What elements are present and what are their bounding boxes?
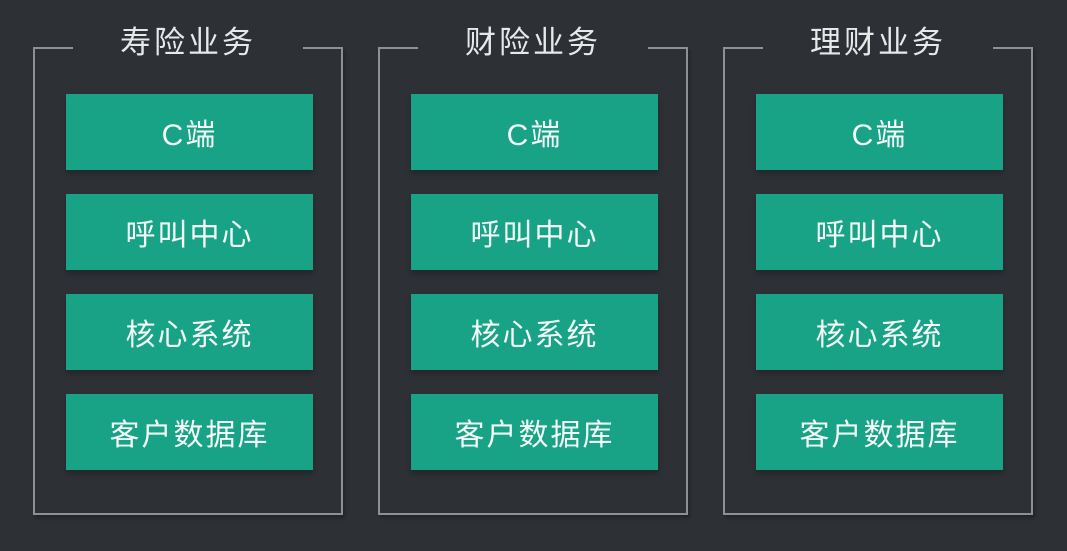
column-title: 寿险业务 <box>120 25 256 60</box>
node-customer-database: 客户数据库 <box>66 394 313 470</box>
node-core-system: 核心系统 <box>756 294 1003 370</box>
node-customer-database: 客户数据库 <box>411 394 658 470</box>
top-border-tick-left <box>35 47 73 49</box>
node-c-client: C端 <box>66 94 313 170</box>
node-c-client: C端 <box>756 94 1003 170</box>
business-columns: 寿险业务 C端 呼叫中心 核心系统 客户数据库 财险业务 C端 呼叫中心 核心系… <box>33 25 1033 515</box>
node-call-center: 呼叫中心 <box>756 194 1003 270</box>
column-title: 理财业务 <box>810 25 946 60</box>
life-insurance-column: 寿险业务 C端 呼叫中心 核心系统 客户数据库 <box>33 25 343 515</box>
node-call-center: 呼叫中心 <box>411 194 658 270</box>
wealth-management-column: 理财业务 C端 呼叫中心 核心系统 客户数据库 <box>723 25 1033 515</box>
property-insurance-column: 财险业务 C端 呼叫中心 核心系统 客户数据库 <box>378 25 688 515</box>
column-title: 财险业务 <box>465 25 601 60</box>
node-core-system: 核心系统 <box>411 294 658 370</box>
node-customer-database: 客户数据库 <box>756 394 1003 470</box>
node-c-client: C端 <box>411 94 658 170</box>
node-call-center: 呼叫中心 <box>66 194 313 270</box>
node-core-system: 核心系统 <box>66 294 313 370</box>
top-border-tick-left <box>380 47 418 49</box>
top-border-tick-right <box>303 47 341 49</box>
top-border-tick-left <box>725 47 763 49</box>
top-border-tick-right <box>648 47 686 49</box>
top-border-tick-right <box>993 47 1031 49</box>
